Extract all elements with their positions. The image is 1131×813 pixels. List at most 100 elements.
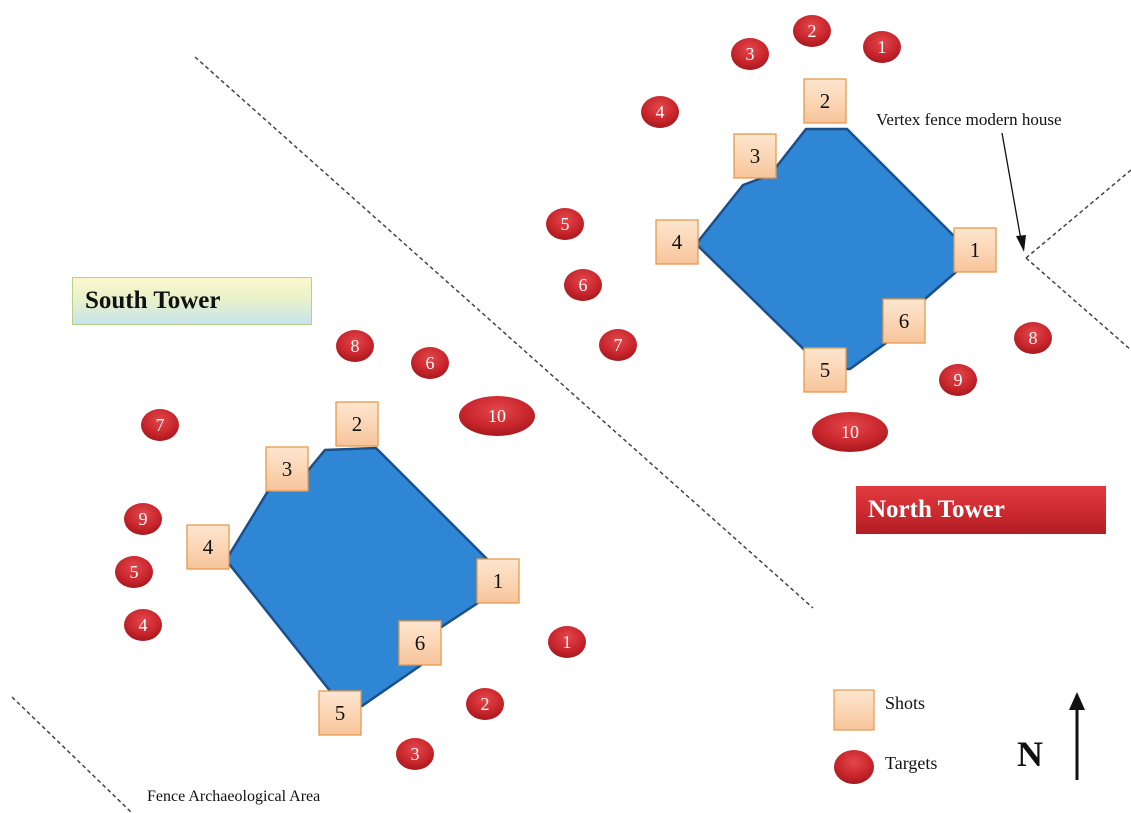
south-target-4: 4 <box>124 609 162 641</box>
target-marker <box>396 738 434 770</box>
target-marker <box>564 269 602 301</box>
target-marker <box>812 412 888 452</box>
south-target-7: 7 <box>141 409 179 441</box>
target-number: 3 <box>746 44 755 64</box>
north-target-9: 9 <box>939 364 977 396</box>
fence-line-archaeological <box>11 696 133 813</box>
north-arrow-head <box>1069 692 1085 710</box>
south-target-9: 9 <box>124 503 162 535</box>
target-number: 5 <box>130 562 139 582</box>
target-number: 10 <box>488 406 506 426</box>
south-target-5: 5 <box>115 556 153 588</box>
target-number: 9 <box>139 509 148 529</box>
south-target-1: 1 <box>548 626 586 658</box>
target-number: 8 <box>351 336 360 356</box>
north-indicator: N <box>1017 734 1043 774</box>
shot-marker <box>953 227 997 273</box>
south-shot-4: 4 <box>186 524 230 570</box>
shot-number: 3 <box>750 144 761 168</box>
target-marker <box>124 609 162 641</box>
south-target-6: 6 <box>411 347 449 379</box>
target-number: 3 <box>411 744 420 764</box>
target-number: 2 <box>808 21 817 41</box>
north-target-10: 10 <box>812 412 888 452</box>
shot-number: 1 <box>970 238 981 262</box>
south-shot-1: 1 <box>476 558 520 604</box>
shot-marker <box>803 78 847 124</box>
shot-marker <box>318 690 362 736</box>
north-shot-2: 2 <box>803 78 847 124</box>
south-shot-3: 3 <box>265 446 309 492</box>
shot-marker <box>398 620 442 666</box>
south-target-3: 3 <box>396 738 434 770</box>
legend-shots-label: Shots <box>885 693 926 713</box>
target-number: 4 <box>656 102 665 122</box>
shot-marker <box>335 401 379 447</box>
north-shot-5: 5 <box>803 347 847 393</box>
target-marker <box>863 31 901 63</box>
shot-number: 5 <box>335 701 346 725</box>
south-target-8: 8 <box>336 330 374 362</box>
target-marker <box>459 396 535 436</box>
north-target-2: 2 <box>793 15 831 47</box>
north-target-7: 7 <box>599 329 637 361</box>
south-shot-5: 5 <box>318 690 362 736</box>
north-shot-3: 3 <box>733 133 777 179</box>
north-target-1: 1 <box>863 31 901 63</box>
shot-marker <box>733 133 777 179</box>
target-number: 7 <box>614 335 623 355</box>
south-tower-label: South Tower <box>72 277 312 325</box>
target-number: 1 <box>878 37 887 57</box>
target-number: 4 <box>139 615 148 635</box>
shot-marker <box>655 219 699 265</box>
shot-number: 6 <box>415 631 426 655</box>
south-target-2: 2 <box>466 688 504 720</box>
target-marker <box>793 15 831 47</box>
target-marker <box>124 503 162 535</box>
fence-line-middle <box>194 56 814 609</box>
target-number: 8 <box>1029 328 1038 348</box>
south-shot-2: 2 <box>335 401 379 447</box>
north-target-4: 4 <box>641 96 679 128</box>
legend-targets-label: Targets <box>885 753 938 773</box>
north-shot-6: 6 <box>882 298 926 344</box>
target-marker <box>641 96 679 128</box>
target-number: 2 <box>481 694 490 714</box>
south-target-10: 10 <box>459 396 535 436</box>
shot-number: 6 <box>899 309 910 333</box>
target-number: 9 <box>954 370 963 390</box>
shot-marker <box>882 298 926 344</box>
vertex-fence-annotation: Vertex fence modern house <box>876 110 1062 129</box>
target-marker <box>731 38 769 70</box>
vertex-pointer-arrowhead <box>1016 235 1026 252</box>
shot-marker <box>476 558 520 604</box>
south-shot-6: 6 <box>398 620 442 666</box>
north-target-6: 6 <box>564 269 602 301</box>
shot-marker <box>186 524 230 570</box>
fence-line-house-lower <box>1025 257 1131 351</box>
target-marker <box>115 556 153 588</box>
legend-target-symbol <box>834 750 874 784</box>
north-shot-1: 1 <box>953 227 997 273</box>
shot-number: 2 <box>820 89 831 113</box>
fence-line-house-upper <box>1025 169 1131 259</box>
target-marker <box>141 409 179 441</box>
target-marker <box>546 208 584 240</box>
vertex-pointer-arrow <box>1001 132 1022 241</box>
fence-archaeological-annotation: Fence Archaeological Area <box>147 788 321 805</box>
target-number: 6 <box>426 353 435 373</box>
target-number: 5 <box>561 214 570 234</box>
north-target-8: 8 <box>1014 322 1052 354</box>
shot-number: 4 <box>203 535 214 559</box>
target-marker <box>548 626 586 658</box>
shot-marker <box>803 347 847 393</box>
target-marker <box>939 364 977 396</box>
target-marker <box>466 688 504 720</box>
shot-number: 5 <box>820 358 831 382</box>
north-tower-label: North Tower <box>856 486 1106 534</box>
target-number: 6 <box>579 275 588 295</box>
target-number: 1 <box>563 632 572 652</box>
north-target-5: 5 <box>546 208 584 240</box>
north-target-3: 3 <box>731 38 769 70</box>
